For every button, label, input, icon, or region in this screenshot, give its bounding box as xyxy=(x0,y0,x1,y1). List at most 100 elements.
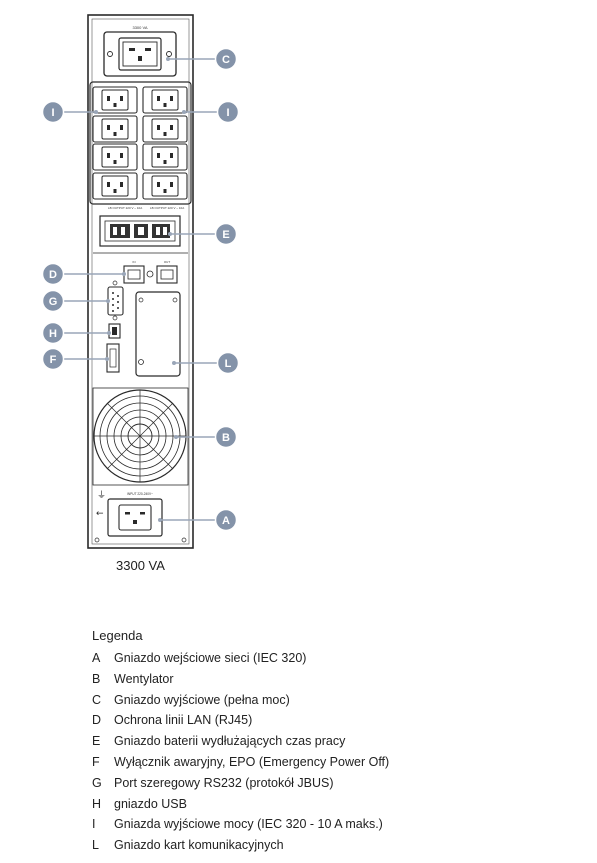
legend-text: Gniazdo kart komunikacyjnych xyxy=(114,838,284,853)
callout-l: L xyxy=(172,351,240,375)
callout-badge xyxy=(41,262,65,286)
legend-key: A xyxy=(92,651,101,665)
mains-input-socket: ⏚ ← INPUT 220-240V~ xyxy=(96,490,163,537)
arrow-left-icon: ← xyxy=(96,509,104,519)
callout-labels: C I I E D G H F L B A xyxy=(41,47,240,532)
legend-item-i: I Gniazda wyjściowe mocy (IEC 320 - 10 A … xyxy=(92,816,389,837)
legend-item-l: L Gniazdo kart komunikacyjnych xyxy=(92,837,389,858)
legend-text: Port szeregowy RS232 (protokół JBUS) xyxy=(114,775,334,790)
ground-symbol-icon: ⏚ xyxy=(97,490,106,501)
legend-item-a: A Gniazdo wejściowe sieci (IEC 320) xyxy=(92,650,389,671)
legend-item-b: B Wentylator xyxy=(92,671,389,692)
callout-anchor-dot xyxy=(166,57,170,61)
legend-text: Gniazdo baterii wydłużających czas pracy xyxy=(114,734,346,749)
iec-output-socket xyxy=(92,172,138,200)
iec-output-socket xyxy=(142,172,188,200)
iec-output-socket xyxy=(142,115,188,143)
legend-key: H xyxy=(92,796,102,811)
power-output-sockets xyxy=(89,81,192,205)
callout-letter: L xyxy=(225,358,232,370)
callout-badge xyxy=(41,321,65,345)
callout-i: I xyxy=(182,100,240,124)
callout-badge xyxy=(214,222,238,246)
communication-card-slot xyxy=(135,291,181,377)
callout-anchor-dot xyxy=(105,357,109,361)
outlet-bank-frame xyxy=(89,81,192,205)
legend-key: C xyxy=(92,692,102,707)
callout-letter: D xyxy=(49,269,57,281)
chassis-screws xyxy=(94,537,187,543)
callout-letter: C xyxy=(222,54,230,66)
iec-output-socket xyxy=(142,86,188,114)
callout-e: E xyxy=(168,222,238,246)
callout-letter: I xyxy=(226,107,229,119)
callout-anchor-dot xyxy=(168,232,172,236)
lan-protection-ports: IN OUT xyxy=(123,260,178,284)
callout-badge xyxy=(216,351,240,375)
rs232-serial-port xyxy=(107,280,124,321)
callout-i: I xyxy=(41,100,98,124)
legend-key: B xyxy=(92,671,101,686)
callout-g: G xyxy=(41,289,110,313)
battery-connector: LB OUTPUT 220 V ~ 10A LB OUTPUT 220 V ~ … xyxy=(99,206,184,247)
callout-anchor-dot xyxy=(158,518,162,522)
callout-f: F xyxy=(41,347,109,371)
callout-letter: G xyxy=(49,296,58,308)
usb-port xyxy=(108,323,121,339)
callout-badge xyxy=(214,425,238,449)
legend-text: Wentylator xyxy=(114,671,174,686)
callout-letter: I xyxy=(51,107,54,119)
callout-letter: B xyxy=(222,432,230,444)
callout-letter: E xyxy=(222,229,229,241)
legend-text: Ochrona linii LAN (RJ45) xyxy=(114,713,253,728)
chassis-inner-border xyxy=(91,18,190,545)
model-caption: 3300 VA xyxy=(116,558,165,573)
callout-badge xyxy=(41,347,65,371)
iec-output-socket xyxy=(92,115,138,143)
callout-letter: H xyxy=(49,328,57,340)
legend-key: I xyxy=(92,817,96,832)
full-power-output-socket xyxy=(103,31,177,77)
callout-h: H xyxy=(41,321,111,345)
legend-key: F xyxy=(92,754,100,769)
callout-anchor-dot xyxy=(174,435,178,439)
callout-badge xyxy=(214,47,238,71)
callout-anchor-dot xyxy=(94,110,98,114)
legend-item-d: D Ochrona linii LAN (RJ45) xyxy=(92,712,389,733)
legend-text: Gniazdo wejściowe sieci (IEC 320) xyxy=(114,651,307,665)
lb-output-left-text: LB OUTPUT 220 V ~ 10A xyxy=(108,206,142,210)
callout-badge xyxy=(41,289,65,313)
iec-output-socket xyxy=(92,86,138,114)
input-rating-text: INPUT 220-240V~ xyxy=(127,492,153,496)
callout-b: B xyxy=(174,425,238,449)
legend-list: A Gniazdo wejściowe sieci (IEC 320) B Wenty… xyxy=(92,650,389,858)
lb-output-right-text: LB OUTPUT 220 V ~ 10A xyxy=(150,206,184,210)
callout-letter: F xyxy=(50,354,57,366)
legend-text: Gniazda wyjściowe mocy (IEC 320 - 10 A m… xyxy=(114,817,383,832)
legend-key: D xyxy=(92,713,102,728)
iec-output-socket xyxy=(92,143,138,171)
callout-c: C xyxy=(166,47,238,71)
net-in-text: IN xyxy=(133,260,136,264)
callout-letter: A xyxy=(222,515,230,527)
callout-badge xyxy=(216,100,240,124)
callout-anchor-dot xyxy=(106,299,110,303)
ups-rear-panel-diagram: 3300 VA LB OUTPUT 220 V ~ 10A LB OUTPUT … xyxy=(41,14,240,549)
emergency-power-off-switch xyxy=(106,343,120,373)
callout-anchor-dot xyxy=(182,110,186,114)
callout-badge xyxy=(41,100,65,124)
legend-key: L xyxy=(92,838,99,853)
net-out-text: OUT xyxy=(164,260,171,264)
callout-badge xyxy=(214,508,238,532)
legend-item-e: E Gniazdo baterii wydłużających czas prac… xyxy=(92,733,389,754)
iec-output-socket xyxy=(142,143,188,171)
callout-a: A xyxy=(158,508,238,532)
cooling-fan xyxy=(92,387,189,486)
legend-text: gniazdo USB xyxy=(114,796,187,811)
legend-key: E xyxy=(92,734,101,749)
callout-anchor-dot xyxy=(107,331,111,335)
